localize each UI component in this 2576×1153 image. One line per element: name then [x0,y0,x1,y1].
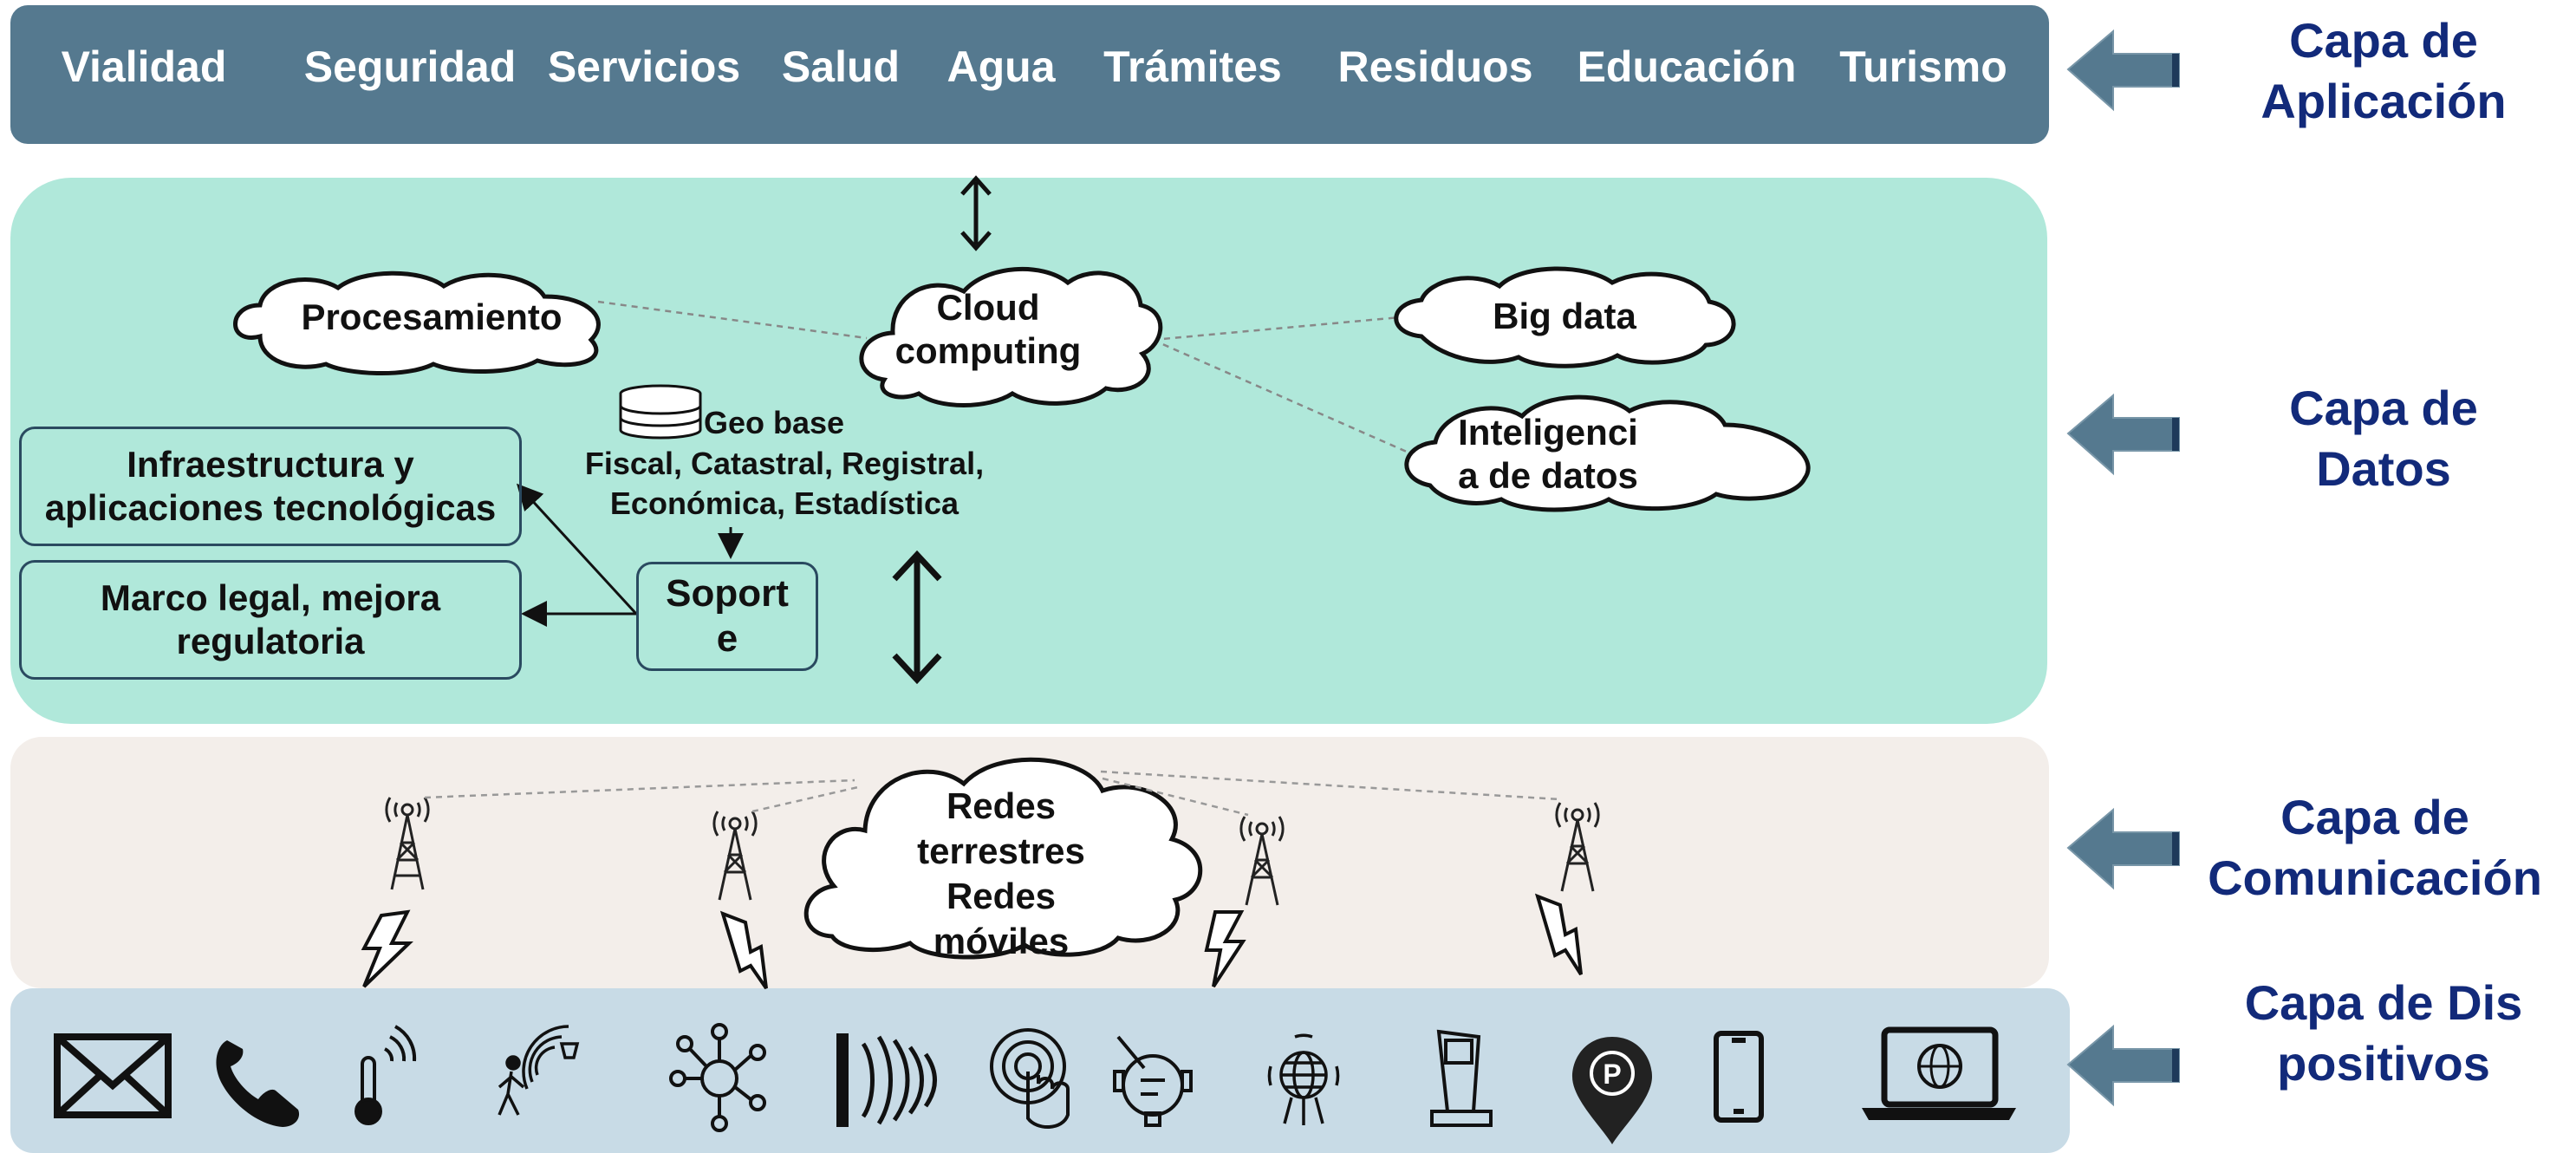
arrow-data [2066,393,2180,476]
legal-label: Marco legal, mejora regulatoria [100,577,441,661]
layer-label-devices: Capa de Dispositivos [2244,975,2523,1091]
geo-base-title: Geo base [704,405,845,440]
layer-label-application: Capa de Aplicación [2261,13,2507,128]
network-links [424,770,1561,817]
database-icon [619,384,702,440]
intelligence-cloud [1404,394,1811,512]
cloud-computing-cloud [859,266,1163,407]
lightning-icon [719,910,768,990]
tower-icon [1555,802,1600,892]
networks-label: Redes terrestres Redes móviles [917,785,1085,961]
cloud-computing-label: Cloud computing [894,287,1082,371]
double-arrow-middle [892,550,942,685]
infrastructure-label: Infraestructura y aplicaciones tecnológi… [44,444,497,528]
arrow-communication [2066,807,2180,890]
layer-label-communication: Capa de Comunicación [2208,790,2542,905]
pedestrian-sensor-icon [498,1025,580,1116]
processing-label: Procesamiento [301,296,563,337]
gas-meter-icon [1113,1035,1193,1127]
tower-icon [385,797,430,890]
arrow-devices [2066,1024,2180,1107]
phone-icon [216,1040,300,1127]
envelope-icon [54,1033,172,1118]
double-arrow-top [960,175,992,251]
app-item-residuos: Residuos [1337,42,1533,91]
legal-box: Marco legal, mejora regulatoria [19,560,522,680]
network-hub-icon [669,1023,766,1132]
parking-pin-icon: P [1572,1037,1652,1144]
svg-text:P: P [1603,1059,1621,1090]
layer-arrows [2066,29,2180,1107]
app-item-agua: Agua [946,42,1056,91]
lightning-icon [361,909,413,988]
touch-icon [990,1028,1070,1130]
app-item-seguridad: Seguridad [303,42,517,91]
thermometer-icon [355,1025,417,1125]
kiosk-icon [1430,1029,1493,1127]
signal-waves-icon [836,1033,937,1127]
smartphone-icon [1714,1031,1764,1123]
support-box: Soporte [636,562,818,671]
lightning-icon [1204,910,1246,988]
app-item-educacion: Educación [1577,42,1797,91]
laptop-icon [1862,1026,2016,1120]
app-item-salud: Salud [781,42,901,91]
support-label: Soporte [666,572,789,660]
networks-cloud [803,757,1203,960]
app-item-vialidad: Vialidad [61,42,227,91]
application-layer-band [10,5,2049,144]
app-item-servicios: Servicios [547,42,741,91]
app-item-turismo: Turismo [1839,42,2007,91]
lightning-icon [1534,893,1583,976]
globe-iot-icon [1267,1033,1340,1125]
tower-icon [1239,816,1285,906]
arrow-application [2066,29,2180,112]
processing-cloud [233,270,601,375]
big-data-cloud [1394,266,1736,368]
tower-icon [712,811,758,901]
data-connectors [597,300,1409,454]
intelligence-label: Inteligencia de datos [1458,412,1638,496]
layer-label-data: Capa de Datos [2289,381,2478,496]
app-item-tramites: Trámites [1103,42,1282,91]
big-data-label: Big data [1493,296,1636,336]
infrastructure-box: Infraestructura y aplicaciones tecnológi… [19,427,522,546]
support-arrows [516,483,744,627]
geo-base-types: Fiscal, Catastral, Registral, Económica,… [584,446,985,521]
